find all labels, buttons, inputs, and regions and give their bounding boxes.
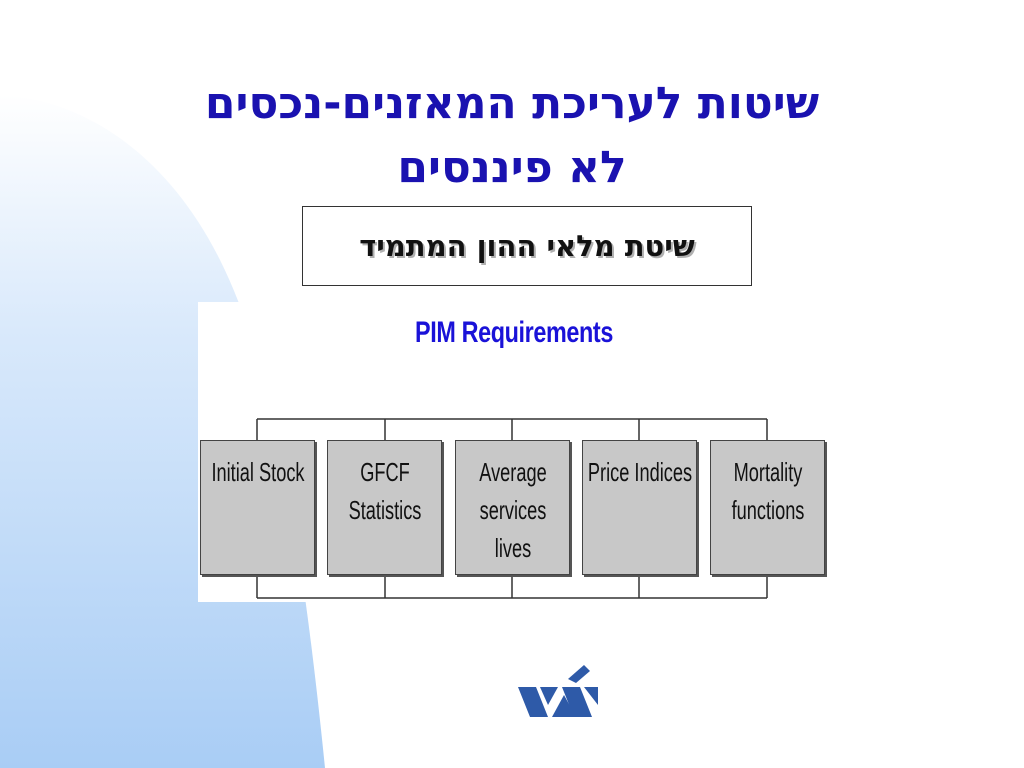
slide-title: שיטות לעריכת המאזנים-נכסים לא פיננסים	[60, 72, 964, 200]
slide-title-line-1: שיטות לעריכת המאזנים-נכסים	[204, 78, 820, 129]
slide-title-line-2: לא פיננסים	[397, 142, 627, 193]
node-initial-stock: Initial Stock	[200, 440, 315, 575]
node-gfcf-statistics: GFCF Statistics	[327, 440, 442, 575]
node-mortality-functions: Mortality functions	[710, 440, 825, 575]
cbs-logo-icon	[518, 665, 598, 717]
subtitle-text: שיטת מלאי ההון המתמיד	[359, 229, 695, 263]
node-price-indices: Price Indices	[582, 440, 697, 575]
node-label: Initial Stock	[211, 457, 305, 487]
node-label: Average services lives	[479, 457, 547, 563]
diagram-title: PIM Requirements	[415, 316, 613, 349]
node-average-services-lives: Average services lives	[455, 440, 570, 575]
node-label: Price Indices	[587, 457, 693, 487]
pim-diagram: PIM Requirements Initial Stock GFCF Stat…	[198, 302, 830, 602]
node-label: GFCF Statistics	[348, 457, 422, 525]
node-label: Mortality functions	[731, 457, 805, 525]
diagram-connectors	[256, 418, 768, 599]
subtitle-box: שיטת מלאי ההון המתמיד	[302, 206, 752, 286]
